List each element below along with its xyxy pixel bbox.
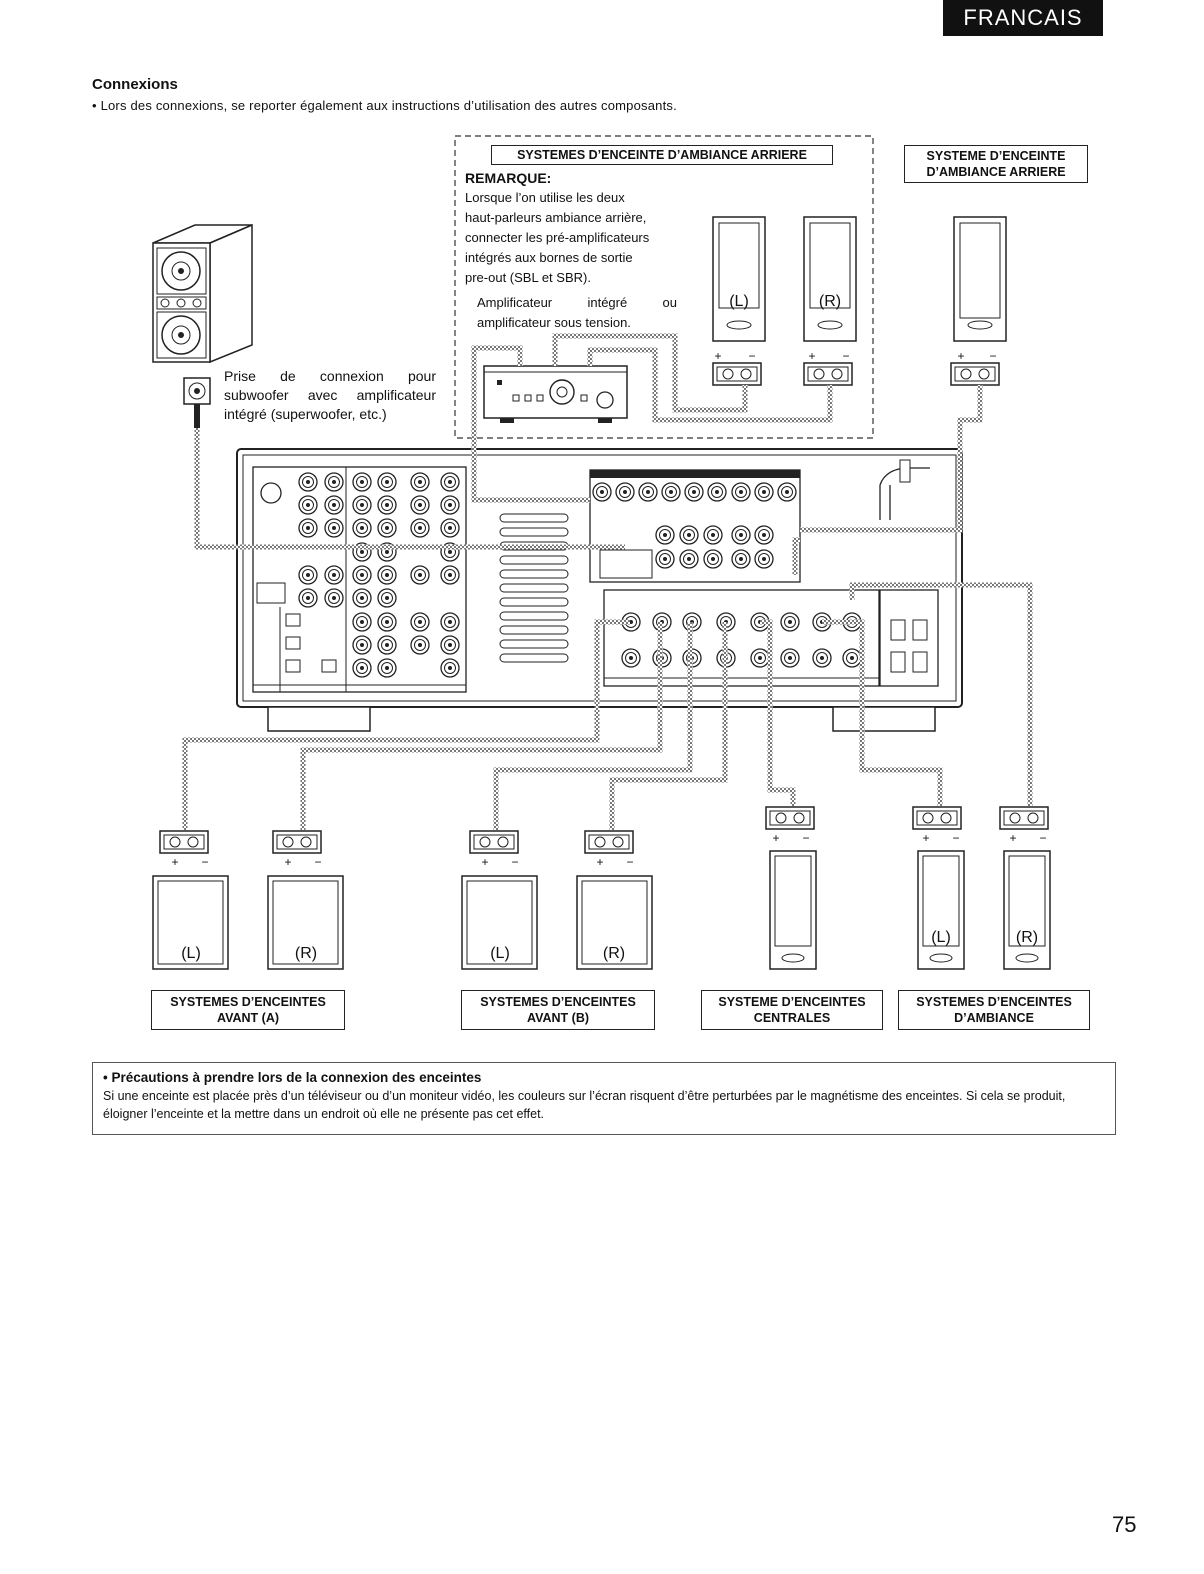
speaker-front-a-r bbox=[267, 875, 344, 970]
speaker-surround-back-r bbox=[803, 216, 857, 342]
mark-r-back: (R) bbox=[819, 293, 841, 310]
label-line: AVANT (A) bbox=[216, 1011, 280, 1025]
label-line: SYSTEMES D’ENCEINTES bbox=[916, 995, 1072, 1009]
svg-text:+: + bbox=[922, 831, 929, 845]
note-line: connecter les pré-amplificateurs bbox=[465, 230, 650, 245]
svg-text:−: − bbox=[748, 349, 755, 363]
label-line: AVANT (B) bbox=[526, 1011, 590, 1025]
surround-back-title: SYSTEMES D’ENCEINTE D’AMBIANCE ARRIERE bbox=[491, 145, 833, 165]
cables bbox=[182, 333, 1033, 830]
speaker-front-a-l bbox=[152, 875, 229, 970]
label-front-b: SYSTEMES D’ENCEINTES AVANT (B) bbox=[461, 990, 655, 1030]
speaker-single-back bbox=[953, 216, 1007, 342]
svg-text:+: + bbox=[714, 349, 721, 363]
speaker-surround-r bbox=[1003, 850, 1051, 970]
intro-text: • Lors des connexions, se reporter égale… bbox=[92, 98, 677, 113]
mark-l-front-a: (L) bbox=[181, 945, 201, 962]
note-line: haut-parleurs ambiance arrière, bbox=[465, 210, 647, 225]
amplifier-caption: Amplificateur intégré ou amplificateur s… bbox=[477, 295, 677, 330]
label-line: SYSTEMES D’ENCEINTES bbox=[480, 995, 636, 1009]
svg-text:−: − bbox=[511, 855, 518, 869]
note-title: REMARQUE: bbox=[465, 170, 552, 186]
mark-l-back: (L) bbox=[729, 293, 749, 310]
single-back-label: SYSTEME D’ENCEINTE D’AMBIANCE ARRIERE bbox=[904, 145, 1088, 183]
speaker-front-b-r bbox=[576, 875, 653, 970]
label-center: SYSTEME D’ENCEINTES CENTRALES bbox=[701, 990, 883, 1030]
svg-text:+: + bbox=[171, 855, 178, 869]
svg-text:+: + bbox=[284, 855, 291, 869]
svg-text:−: − bbox=[314, 855, 321, 869]
note-line: pre-out (SBL et SBR). bbox=[465, 270, 591, 285]
subwoofer-illustration bbox=[152, 223, 253, 364]
svg-text:−: − bbox=[626, 855, 633, 869]
mark-r-front-a: (R) bbox=[295, 945, 317, 962]
single-back-label-line1: SYSTEME D’ENCEINTE bbox=[926, 149, 1066, 163]
label-line: SYSTEME D’ENCEINTES bbox=[718, 995, 866, 1009]
language-tab: FRANCAIS bbox=[943, 0, 1103, 36]
caution-body: Si une enceinte est placée près d’un tél… bbox=[103, 1089, 1066, 1121]
svg-text:+: + bbox=[808, 349, 815, 363]
svg-text:+: + bbox=[596, 855, 603, 869]
caution-box: • Précautions à prendre lors de la conne… bbox=[92, 1062, 1116, 1135]
label-line: D’AMBIANCE bbox=[954, 1011, 1034, 1025]
mark-r-surround: (R) bbox=[1016, 929, 1038, 946]
caution-title: • Précautions à prendre lors de la conne… bbox=[103, 1070, 482, 1085]
receiver-back-panel bbox=[236, 448, 963, 732]
note-line: Lorsque l’on utilise les deux bbox=[465, 190, 625, 205]
svg-text:−: − bbox=[1039, 831, 1046, 845]
note-line: intégrés aux bornes de sortie bbox=[465, 250, 633, 265]
svg-text:−: − bbox=[201, 855, 208, 869]
single-back-label-line2: D’AMBIANCE ARRIERE bbox=[926, 165, 1066, 179]
integrated-amplifier bbox=[483, 365, 628, 423]
svg-text:+: + bbox=[957, 349, 964, 363]
mark-l-front-b: (L) bbox=[490, 945, 510, 962]
note-block: REMARQUE: Lorsque l’on utilise les deux … bbox=[465, 168, 690, 288]
section-title: Connexions bbox=[92, 76, 178, 93]
mark-r-front-b: (R) bbox=[603, 945, 625, 962]
svg-text:+: + bbox=[772, 831, 779, 845]
svg-text:+: + bbox=[481, 855, 488, 869]
svg-text:−: − bbox=[842, 349, 849, 363]
label-surround: SYSTEMES D’ENCEINTES D’AMBIANCE bbox=[898, 990, 1090, 1030]
svg-text:−: − bbox=[989, 349, 996, 363]
speaker-surround-l bbox=[917, 850, 965, 970]
mark-l-surround: (L) bbox=[931, 929, 951, 946]
speaker-center bbox=[769, 850, 817, 970]
speaker-surround-back-l bbox=[712, 216, 766, 342]
label-front-a: SYSTEMES D’ENCEINTES AVANT (A) bbox=[151, 990, 345, 1030]
label-line: CENTRALES bbox=[753, 1011, 831, 1025]
speaker-front-b-l bbox=[461, 875, 538, 970]
svg-text:+: + bbox=[1009, 831, 1016, 845]
subwoofer-caption: Prise de connexion pour subwoofer avec a… bbox=[224, 368, 436, 422]
label-line: SYSTEMES D’ENCEINTES bbox=[170, 995, 326, 1009]
svg-text:−: − bbox=[952, 831, 959, 845]
page-number: 75 bbox=[1112, 1512, 1137, 1537]
svg-text:−: − bbox=[802, 831, 809, 845]
